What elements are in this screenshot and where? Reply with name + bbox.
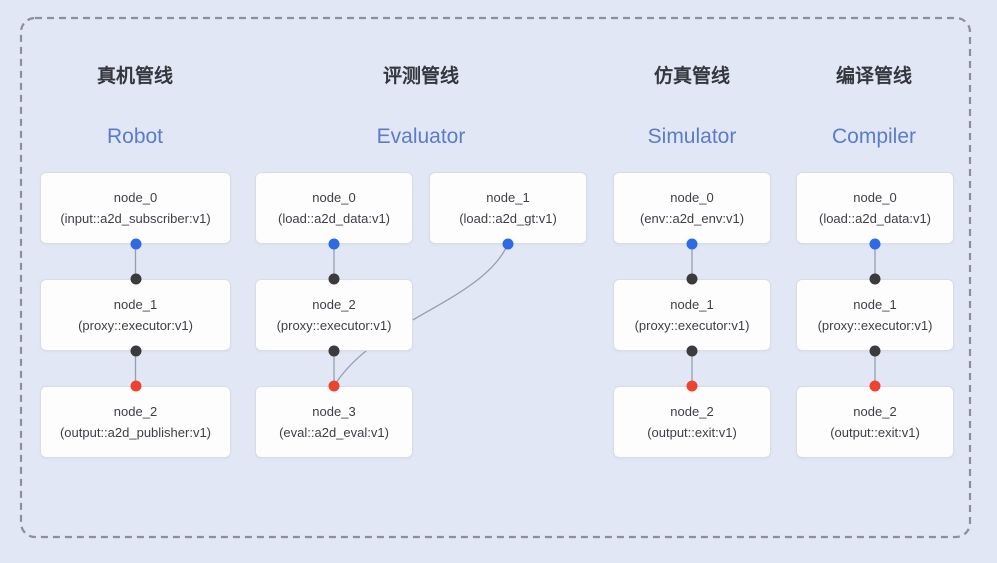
node-type: (env::a2d_env:v1) [639, 211, 745, 226]
node-type: (eval::a2d_eval:v1) [279, 425, 389, 440]
output-port-dot-evaluator-node0 [328, 238, 340, 250]
node-name: node_2 [670, 404, 714, 419]
output-port-dot-simulator-node0 [686, 238, 698, 250]
input-port-dot-compiler-node1 [869, 273, 881, 285]
node-card-simulator-node2: node_2 (output::exit:v1) [613, 386, 771, 458]
dashed-frame [19, 16, 972, 539]
node-type: (output::exit:v1) [830, 425, 920, 440]
output-port-dot-evaluator-node2 [328, 345, 340, 357]
output-port-dot-compiler-node1 [869, 345, 881, 357]
node-name: node_2 [853, 404, 897, 419]
node-type: (load::a2d_data:v1) [818, 211, 932, 226]
node-card-robot-node0: node_0 (input::a2d_subscriber:v1) [40, 172, 231, 244]
node-type: (output::a2d_publisher:v1) [59, 425, 212, 440]
output-port-dot-evaluator-node1 [502, 238, 514, 250]
output-port-dot-robot-node1 [130, 345, 141, 357]
pipeline-title-zh-robot: 真机管线 [96, 66, 173, 87]
node-card-robot-node1: node_1 (proxy::executor:v1) [40, 279, 231, 351]
output-port-dot-robot-node0 [130, 238, 141, 250]
node-type: (load::a2d_gt:v1) [459, 211, 557, 226]
node-name: node_0 [853, 190, 897, 205]
node-type: (load::a2d_data:v1) [277, 211, 391, 226]
node-name: node_1 [853, 297, 897, 312]
input-port-dot-compiler-node2 [869, 380, 881, 392]
node-card-compiler-node0: node_0 (load::a2d_data:v1) [796, 172, 954, 244]
node-type: (proxy::executor:v1) [276, 318, 392, 333]
input-port-dot-robot-node2 [130, 380, 141, 392]
input-port-dot-evaluator-node3 [328, 380, 340, 392]
node-name: node_2 [312, 297, 356, 312]
node-card-evaluator-node0: node_0 (load::a2d_data:v1) [255, 172, 413, 244]
node-name: node_0 [113, 190, 158, 205]
node-card-compiler-node2: node_2 (output::exit:v1) [796, 386, 954, 458]
node-name: node_2 [113, 404, 158, 419]
node-name: node_1 [670, 297, 714, 312]
input-port-dot-evaluator-node2 [328, 273, 340, 285]
node-card-compiler-node1: node_1 (proxy::executor:v1) [796, 279, 954, 351]
node-card-simulator-node1: node_1 (proxy::executor:v1) [613, 279, 771, 351]
pipeline-title-en-robot: Robot [106, 125, 164, 148]
node-type: (proxy::executor:v1) [817, 318, 933, 333]
edge-eval-1-3-curve [333, 243, 509, 387]
node-card-evaluator-node1: node_1 (load::a2d_gt:v1) [429, 172, 587, 244]
node-name: node_0 [312, 190, 356, 205]
pipeline-title-en-compiler: Compiler [831, 125, 917, 148]
pipeline-title-en-evaluator: Evaluator [376, 125, 466, 148]
node-name: node_0 [670, 190, 714, 205]
node-name: node_1 [113, 297, 158, 312]
input-port-dot-robot-node1 [130, 273, 141, 285]
input-port-dot-simulator-node2 [686, 380, 698, 392]
node-type: (proxy::executor:v1) [634, 318, 750, 333]
output-port-dot-compiler-node0 [869, 238, 881, 250]
input-port-dot-simulator-node1 [686, 273, 698, 285]
output-port-dot-simulator-node1 [686, 345, 698, 357]
pipeline-title-zh-compiler: 编译管线 [835, 66, 912, 87]
node-type: (proxy::executor:v1) [78, 318, 193, 333]
pipeline-title-zh-simulator: 仿真管线 [653, 66, 730, 87]
node-card-evaluator-node2: node_2 (proxy::executor:v1) [255, 279, 413, 351]
node-type: (input::a2d_subscriber:v1) [60, 211, 211, 226]
pipeline-title-zh-evaluator: 评测管线 [382, 66, 459, 87]
node-type: (output::exit:v1) [647, 425, 737, 440]
node-card-simulator-node0: node_0 (env::a2d_env:v1) [613, 172, 771, 244]
node-card-robot-node2: node_2 (output::a2d_publisher:v1) [40, 386, 231, 458]
node-name: node_3 [312, 404, 356, 419]
node-card-evaluator-node3: node_3 (eval::a2d_eval:v1) [255, 386, 413, 458]
node-name: node_1 [486, 190, 530, 205]
pipeline-title-en-simulator: Simulator [647, 125, 737, 148]
